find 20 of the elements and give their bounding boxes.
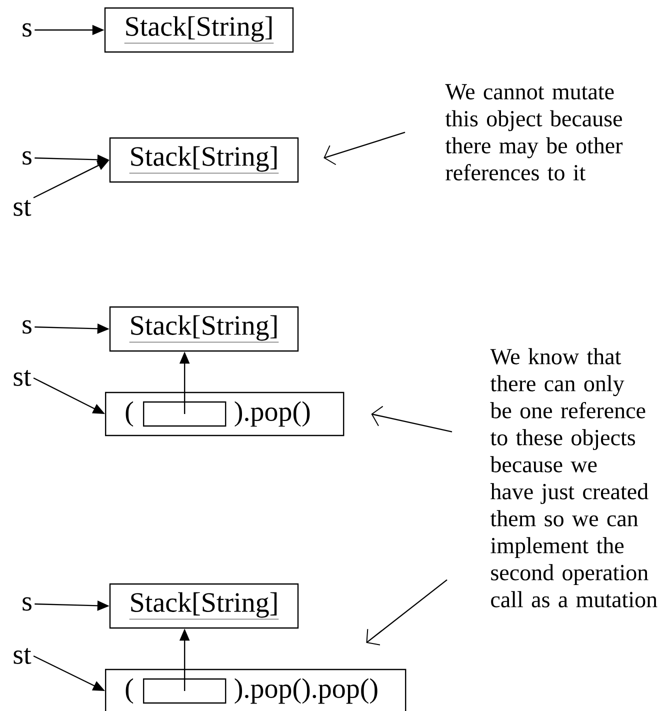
arrow — [324, 132, 406, 166]
object-box: Stack[String] — [104, 7, 294, 53]
note-text: We know that there can only be one reference to these objects because we have just created them so we can implement the second operation call as a mutation — [490, 348, 658, 608]
variable-label: st — [14, 648, 32, 664]
object-box: Stack[String] — [109, 137, 299, 183]
arrow — [366, 579, 448, 646]
expression-box: ( ).pop().pop() — [105, 668, 406, 711]
variable-label: s — [22, 320, 32, 334]
note-text: We cannot mutate this object because there may be other references to it — [445, 84, 623, 180]
expression-box: ( ).pop() — [105, 392, 344, 436]
object-box: Stack[String] — [109, 306, 299, 352]
slot-box — [143, 678, 226, 704]
variable-label: s — [22, 151, 32, 165]
slot-box — [143, 401, 226, 427]
object-box: Stack[String] — [109, 583, 299, 629]
arrow — [371, 406, 452, 432]
variable-label: st — [14, 200, 32, 216]
variable-label: s — [22, 23, 32, 37]
variable-label: s — [22, 597, 32, 611]
variable-label: st — [14, 370, 32, 386]
